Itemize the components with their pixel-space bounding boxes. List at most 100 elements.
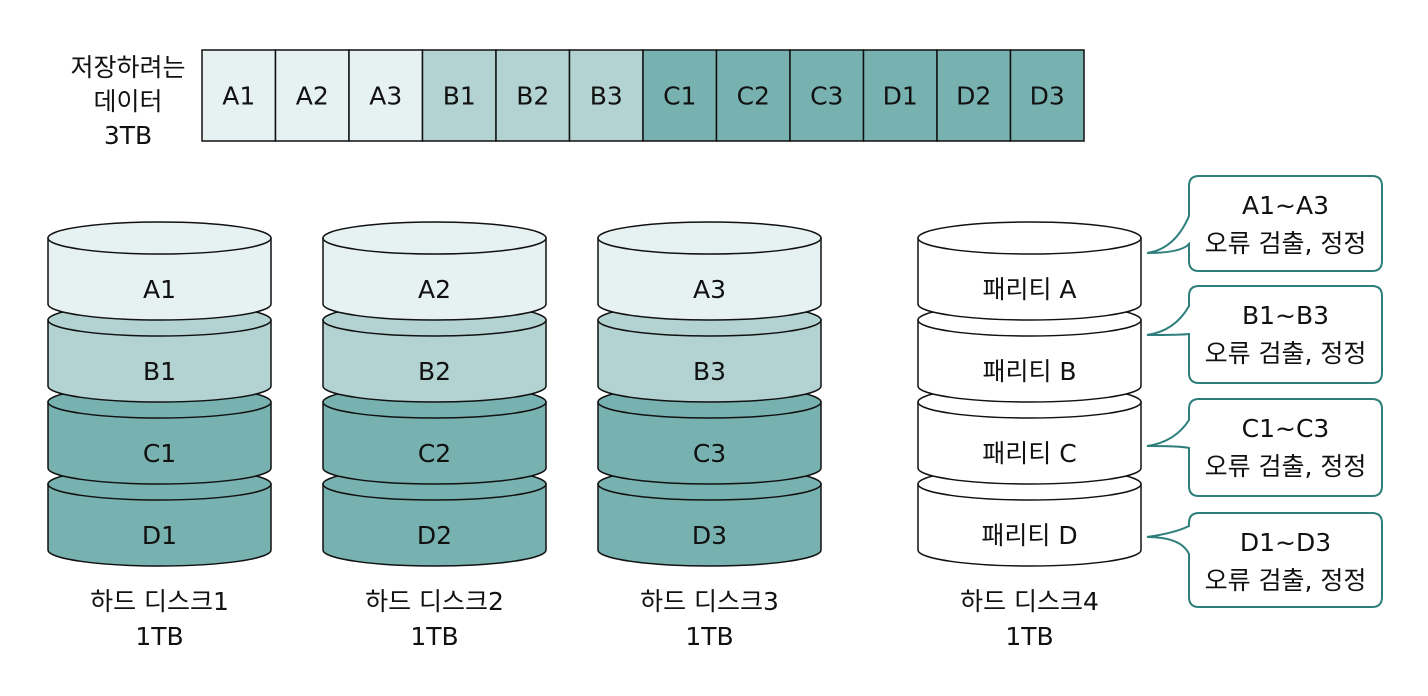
disk-layer-body [597,483,822,567]
data-block-a2: A2 [274,49,350,142]
callout-a: A1~A3 오류 검출, 정정 [1146,175,1383,272]
data-block-label: A3 [369,82,402,111]
data-block-d1: D1 [862,49,938,142]
data-block-c1: C1 [642,49,718,142]
parity-callouts: A1~A3 오류 검출, 정정 B1~B3 오류 검출, 정정 C1~C3 오류 검출, … [1146,175,1383,608]
callout-range-label: B1~B3 [1242,301,1329,330]
data-block-c2: C2 [715,49,791,142]
disk-layer-label: 패리티 D [981,521,1077,550]
disk-layer-label: B3 [693,357,726,386]
disk-layer: 패리티 A [917,221,1142,321]
data-block-label: C2 [737,82,770,111]
disk-name-label: 하드 디스크1 [90,587,229,616]
callout-action-label: 오류 검출, 정정 [1205,566,1367,595]
disk-layer-body [322,401,547,485]
disk-layer-body [47,237,272,321]
data-block-label: D3 [1030,82,1065,111]
hard-disk-2: D2 C2 B2 A2 하드 디스크2 1TB [322,221,547,651]
callout-action-label: 오류 검출, 정정 [1205,339,1367,368]
disk-name-label: 하드 디스크2 [365,587,504,616]
data-block-cell [495,49,571,142]
callout-range-label: A1~A3 [1242,191,1329,220]
disk-layer-label: A1 [143,275,176,304]
data-block-label: C3 [810,82,843,111]
disk-layer-label: C2 [418,439,451,468]
disk-layer-body [917,483,1142,567]
disk-layer-label: C3 [693,439,726,468]
disk-size-label: 1TB [410,622,458,651]
disk-size-label: 1TB [685,622,733,651]
data-block-cell [348,49,424,142]
data-block-label: D1 [883,82,918,111]
data-block-a1: A1 [201,49,277,142]
disk-layer-label: D3 [692,521,727,550]
disk-layer-body [322,237,547,321]
disk-layer: A3 [597,221,822,321]
data-block-label: B2 [516,82,549,111]
disk-layer-body [917,401,1142,485]
data-block-b1: B1 [421,49,497,142]
disk-name-label: 하드 디스크3 [640,587,779,616]
data-block-b3: B3 [568,49,644,142]
disk-size-label: 1TB [1005,622,1053,651]
disk-layer-label: A2 [418,275,451,304]
callout-c: C1~C3 오류 검출, 정정 [1146,398,1383,497]
disk-layer-cap [47,221,272,255]
disk-layer-body [322,319,547,403]
disk-layer-body [47,319,272,403]
disk-layer-label: 패리티 A [982,275,1076,304]
disk-layer-body [322,483,547,567]
hard-disk-3: D3 C3 B3 A3 하드 디스크3 1TB [597,221,822,651]
disk-layer-label: B2 [418,357,451,386]
callout-box [1146,398,1383,497]
data-block-label: D2 [956,82,991,111]
data-block-label: B3 [590,82,623,111]
disk-layer-cap [597,221,822,255]
disk-size-label: 1TB [135,622,183,651]
data-block-cell [715,49,791,142]
disk-name-label: 하드 디스크4 [960,587,1099,616]
callout-range-label: C1~C3 [1242,414,1330,443]
source-label-line-2: 데이터 [93,87,162,116]
data-block-d2: D2 [936,49,1012,142]
callout-action-label: 오류 검출, 정정 [1205,452,1367,481]
data-block-cell [274,49,350,142]
data-block-c3: C3 [789,49,865,142]
data-block-label: A1 [222,82,255,111]
disk-layer-body [917,319,1142,403]
disk-layer: A1 [47,221,272,321]
data-block-strip: A1 A2 A3 B1 B2 B3 C1 C2 C3 D1 D2 D3 [201,49,1085,142]
data-block-cell [642,49,718,142]
callout-box [1146,512,1383,608]
disk-layer-label: A3 [693,275,726,304]
data-block-label: B1 [443,82,476,111]
disk-layer-label: B1 [143,357,176,386]
data-block-d3: D3 [1009,49,1085,142]
callout-b: B1~B3 오류 검출, 정정 [1146,285,1383,384]
data-block-b2: B2 [495,49,571,142]
disk-layer-label: 패리티 C [982,439,1076,468]
source-label-line-1: 저장하려는 [70,53,185,82]
disk-layer-body [47,483,272,567]
callout-box [1146,175,1383,272]
disk-layer-cap [917,221,1142,255]
disk-layer: A2 [322,221,547,321]
data-block-cell [789,49,865,142]
data-block-cell [862,49,938,142]
callout-action-label: 오류 검출, 정정 [1205,229,1367,258]
data-block-cell [201,49,277,142]
disk-layer-body [917,237,1142,321]
disk-layer-label: C1 [143,439,176,468]
disk-layer-body [597,401,822,485]
data-block-cell [1009,49,1085,142]
data-block-label: C1 [663,82,696,111]
callout-box [1146,285,1383,384]
disk-layer-label: D2 [417,521,452,550]
disk-layer-body [597,237,822,321]
source-label-line-3: 3TB [104,121,152,150]
